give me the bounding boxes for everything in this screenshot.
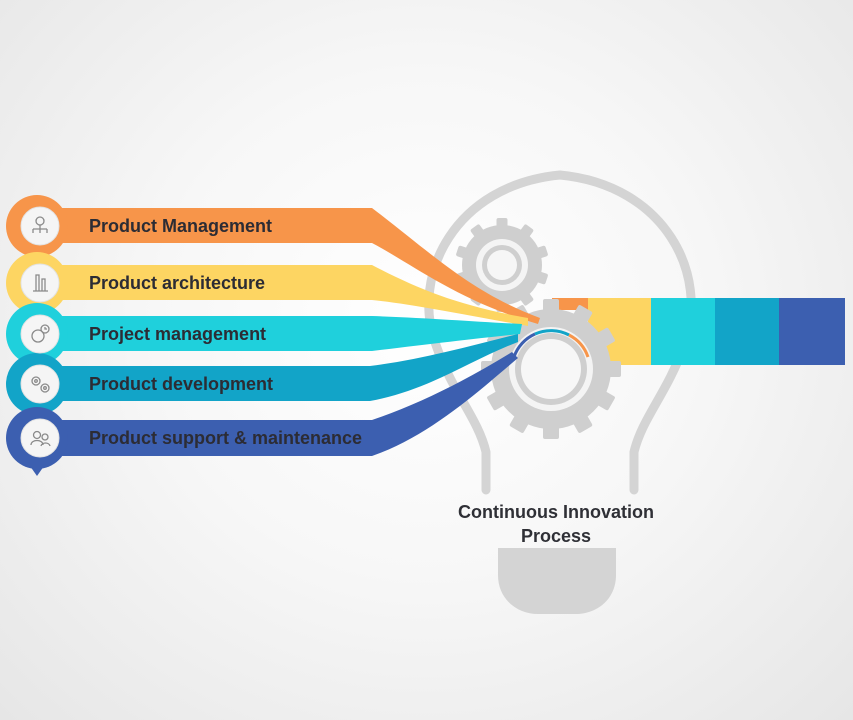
- ribbon-product-development: [30, 334, 518, 401]
- large-gear-icon: [481, 299, 621, 439]
- support-team-icon: [30, 430, 51, 447]
- step-label-product-architecture: Product architecture: [89, 273, 266, 293]
- stripe-support: [779, 298, 845, 365]
- development-gears-icon: [31, 376, 50, 393]
- cycle-ring: [6, 195, 68, 476]
- step-label-product-development: Product development: [89, 374, 274, 394]
- architecture-tools-icon: [33, 274, 48, 292]
- stripe-development: [715, 298, 780, 365]
- output-stripes: [552, 298, 845, 365]
- stripe-project: [651, 298, 716, 365]
- step-label-project-management: Project management: [89, 324, 267, 344]
- step-label-product-support: Product support & maintenance: [89, 428, 363, 448]
- caption-line-1: Continuous Innovation: [458, 502, 654, 522]
- ribbon-product-support: [30, 352, 518, 456]
- step-icon-badge-3: [20, 314, 60, 354]
- ribbon-product-architecture: [30, 265, 528, 326]
- ribbon-project-management: [30, 316, 522, 351]
- step-label-product-management: Product Management: [89, 216, 273, 236]
- bulb-base: [498, 548, 616, 614]
- step-icon-badge-2: [20, 263, 60, 303]
- step-icon-badge-5: [20, 418, 60, 458]
- project-clock-icon: [31, 324, 50, 343]
- ribbons: [30, 208, 540, 456]
- ribbon-product-management: [30, 208, 540, 324]
- diagram-caption: Continuous Innovation Process: [436, 500, 676, 548]
- caption-line-2: Process: [520, 526, 592, 546]
- hierarchy-icon: [32, 216, 48, 233]
- step-icon-badge-4: [20, 364, 60, 404]
